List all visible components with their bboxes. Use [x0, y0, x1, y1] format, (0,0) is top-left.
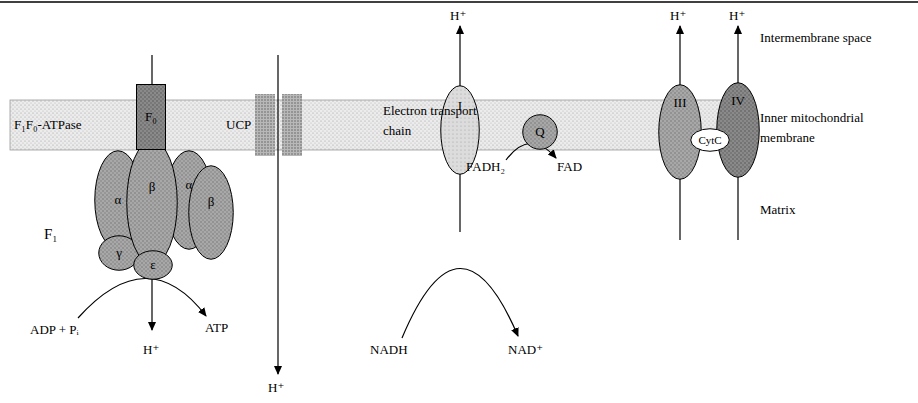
ion-label: H⁺ [268, 378, 284, 398]
complex-name: F₁ [44, 224, 58, 244]
reaction-arrow [78, 278, 206, 318]
ion-label: H⁺ [729, 6, 745, 26]
ion-label: H⁺ [143, 340, 159, 360]
node-text: β [149, 180, 156, 194]
node-text: Q [535, 125, 544, 139]
reaction-arrow [402, 268, 518, 338]
beta-subunit-outline [126, 140, 178, 265]
compartment-label: Intermembrane space [760, 28, 872, 48]
ucp-symbol [282, 94, 302, 156]
proton-arrow [277, 55, 278, 374]
complex-iv: IV [716, 82, 760, 178]
top-rule [0, 1, 918, 3]
node-text: γ [116, 246, 122, 260]
product-label: FAD [557, 157, 582, 177]
node-text: ε [150, 258, 155, 272]
node-text: III [674, 96, 687, 110]
ucp-symbol [255, 94, 275, 156]
product-label: NAD⁺ [508, 340, 543, 360]
ion-label: H⁺ [670, 6, 686, 26]
substrate-label: NADH [370, 340, 408, 360]
beta-subunit: β [126, 140, 178, 265]
ion-label: H⁺ [450, 6, 466, 26]
beta-subunit-outline [188, 165, 234, 260]
compartment-label: Matrix [760, 200, 795, 220]
complex-iii: III [658, 84, 702, 180]
node-text: β [208, 195, 215, 209]
node-text: CytC [698, 134, 721, 146]
inner-membrane-band [10, 100, 750, 150]
complex-name: UCP [226, 115, 251, 135]
node-text: IV [731, 94, 745, 108]
complex-name: F₁F₀-ATPase [14, 115, 82, 135]
epsilon-subunit: ε [133, 250, 173, 280]
f0-subunit: F₀ [136, 84, 166, 150]
node-text: F₀ [145, 110, 157, 124]
product-label: ATP [205, 318, 228, 338]
cytochrome-c: CytC [690, 128, 730, 152]
compartment-label: Inner mitochondrial membrane [760, 108, 880, 148]
substrate-label: ADP + Pᵢ [30, 320, 79, 340]
node-text: α [115, 193, 122, 207]
substrate-label: FADH₂ [466, 157, 505, 177]
section-label: Electron transport chain [383, 101, 487, 141]
beta-subunit: β [188, 165, 234, 260]
ubiquinone: Q [522, 114, 558, 150]
